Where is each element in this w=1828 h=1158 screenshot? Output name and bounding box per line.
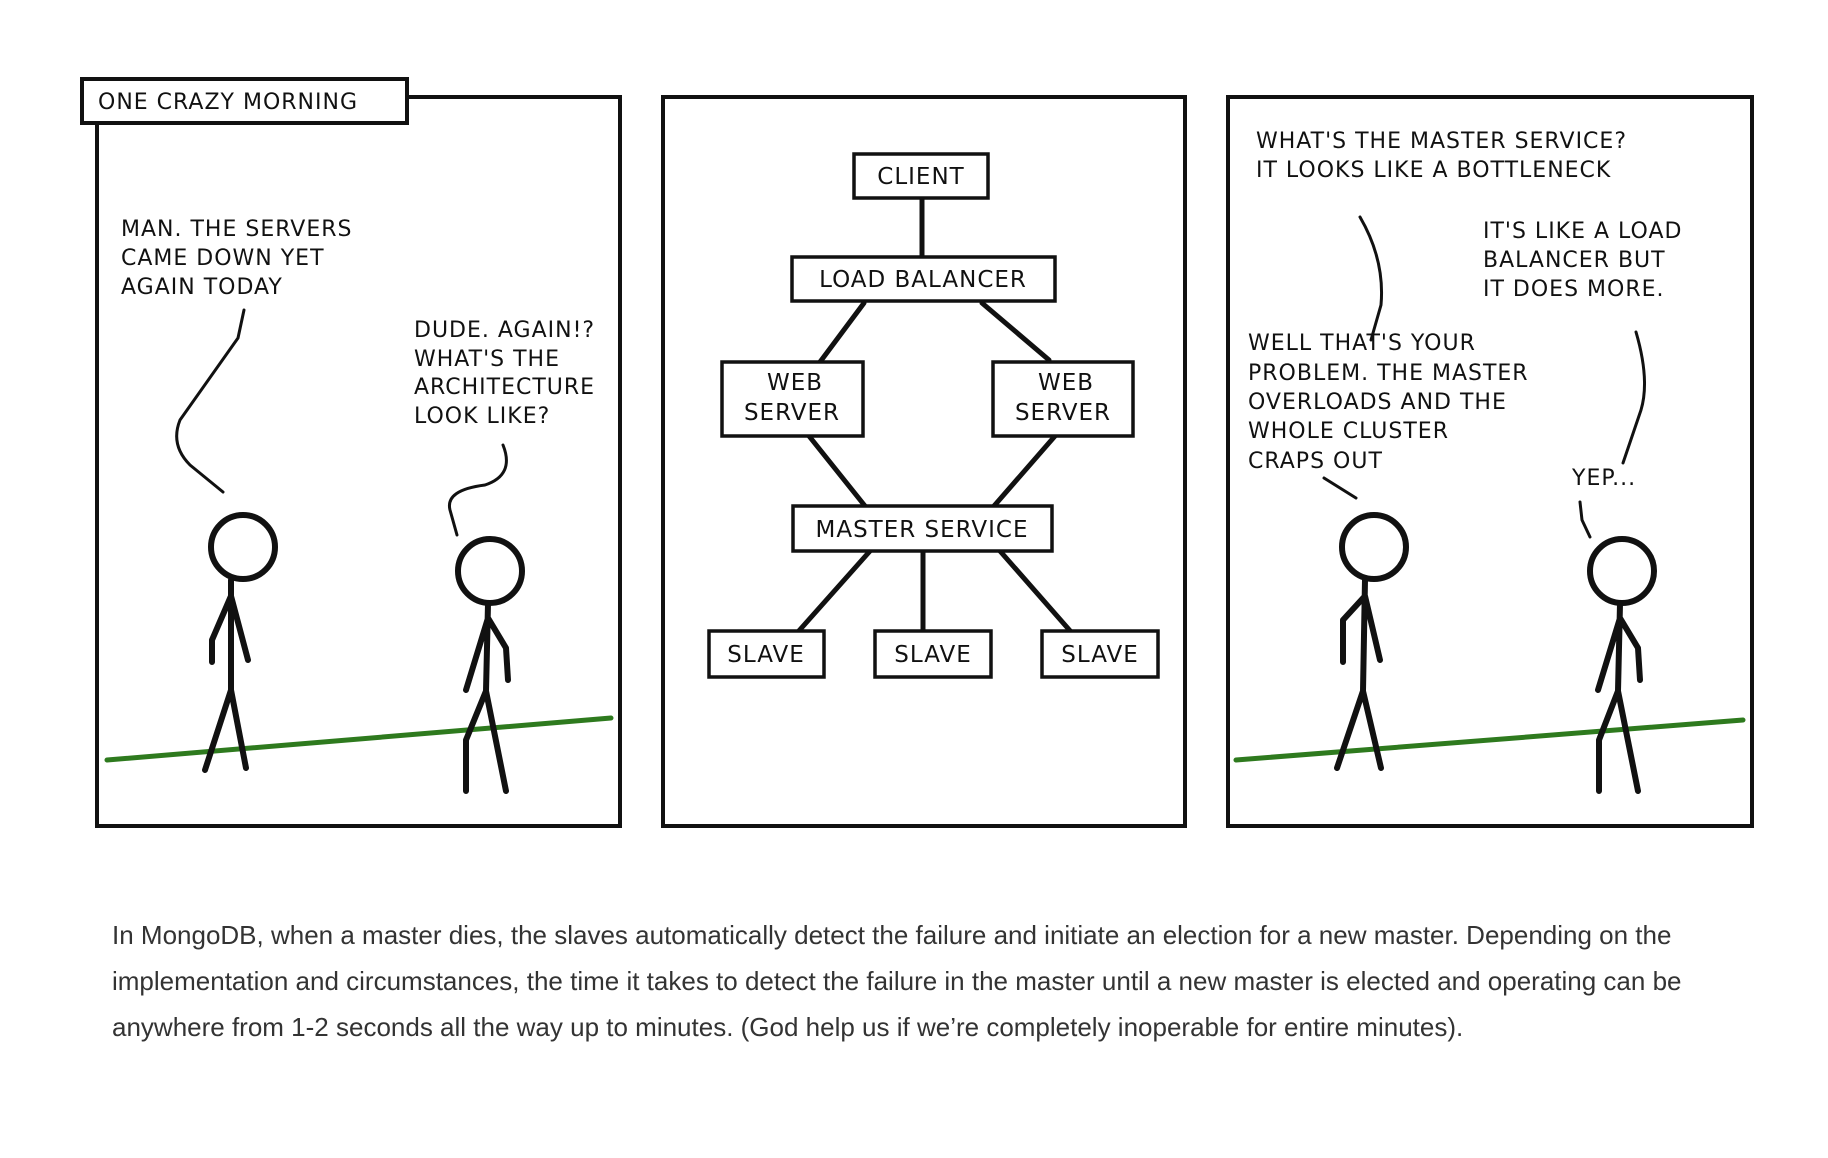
- speech-tail: [447, 443, 508, 537]
- panel-3: WHAT'S THE MASTER SERVICE? IT LOOKS LIKE…: [1226, 95, 1754, 828]
- speech-dude: DUDE. AGAIN!? WHAT'S THE ARCHITECTURE LO…: [414, 318, 603, 429]
- speech-man: MAN. THE SERVERS CAME DOWN YET AGAIN TOD…: [121, 217, 361, 300]
- client-node: CLIENT: [852, 152, 990, 200]
- stick-figure: [1334, 512, 1409, 771]
- caption-paragraph: In MongoDB, when a master dies, the slav…: [112, 920, 1682, 1042]
- speech-tail: [1578, 500, 1592, 539]
- svg-text:CLIENT: CLIENT: [877, 164, 964, 190]
- speech-problem: WELL THAT'S YOUR PROBLEM. THE MASTER OVE…: [1248, 331, 1537, 474]
- svg-text:SLAVE: SLAVE: [1061, 642, 1138, 668]
- slave-node: SLAVE: [1040, 629, 1160, 679]
- stick-figure: [202, 512, 278, 773]
- comic-strip: ONE CRAZY MORNING MAN. THE SERVERS CAME …: [80, 77, 1754, 828]
- svg-text:MASTER SERVICE: MASTER SERVICE: [815, 517, 1028, 543]
- title-box: [80, 77, 409, 125]
- stick-figure: [1587, 536, 1657, 794]
- ground-line: [104, 715, 614, 763]
- speech-tail: [175, 308, 246, 494]
- panel-1: ONE CRAZY MORNING MAN. THE SERVERS CAME …: [80, 77, 622, 828]
- stick-figure: [455, 536, 525, 794]
- speech-answer: IT'S LIKE A LOAD BALANCER BUT IT DOES MO…: [1483, 219, 1690, 302]
- connector: [817, 300, 1052, 365]
- connector: [806, 433, 1058, 509]
- speech-tail: [1322, 476, 1358, 500]
- svg-text:LOAD BALANCER: LOAD BALANCER: [819, 267, 1027, 293]
- speech-yep: YEP...: [1571, 466, 1636, 491]
- load-balancer-node: LOAD BALANCER: [790, 255, 1057, 303]
- slave-node: SLAVE: [873, 629, 993, 679]
- slave-node: SLAVE: [707, 629, 826, 679]
- master-service-node: MASTER SERVICE: [791, 504, 1054, 553]
- speech-tail: [1621, 330, 1646, 465]
- svg-text:SLAVE: SLAVE: [727, 642, 804, 668]
- comic-title: ONE CRAZY MORNING: [98, 90, 358, 115]
- connector: [794, 548, 1075, 636]
- speech-tail: [1358, 215, 1384, 342]
- ground-line: [1233, 717, 1746, 763]
- svg-text:SLAVE: SLAVE: [894, 642, 971, 668]
- speech-question: WHAT'S THE MASTER SERVICE? IT LOOKS LIKE…: [1256, 129, 1635, 183]
